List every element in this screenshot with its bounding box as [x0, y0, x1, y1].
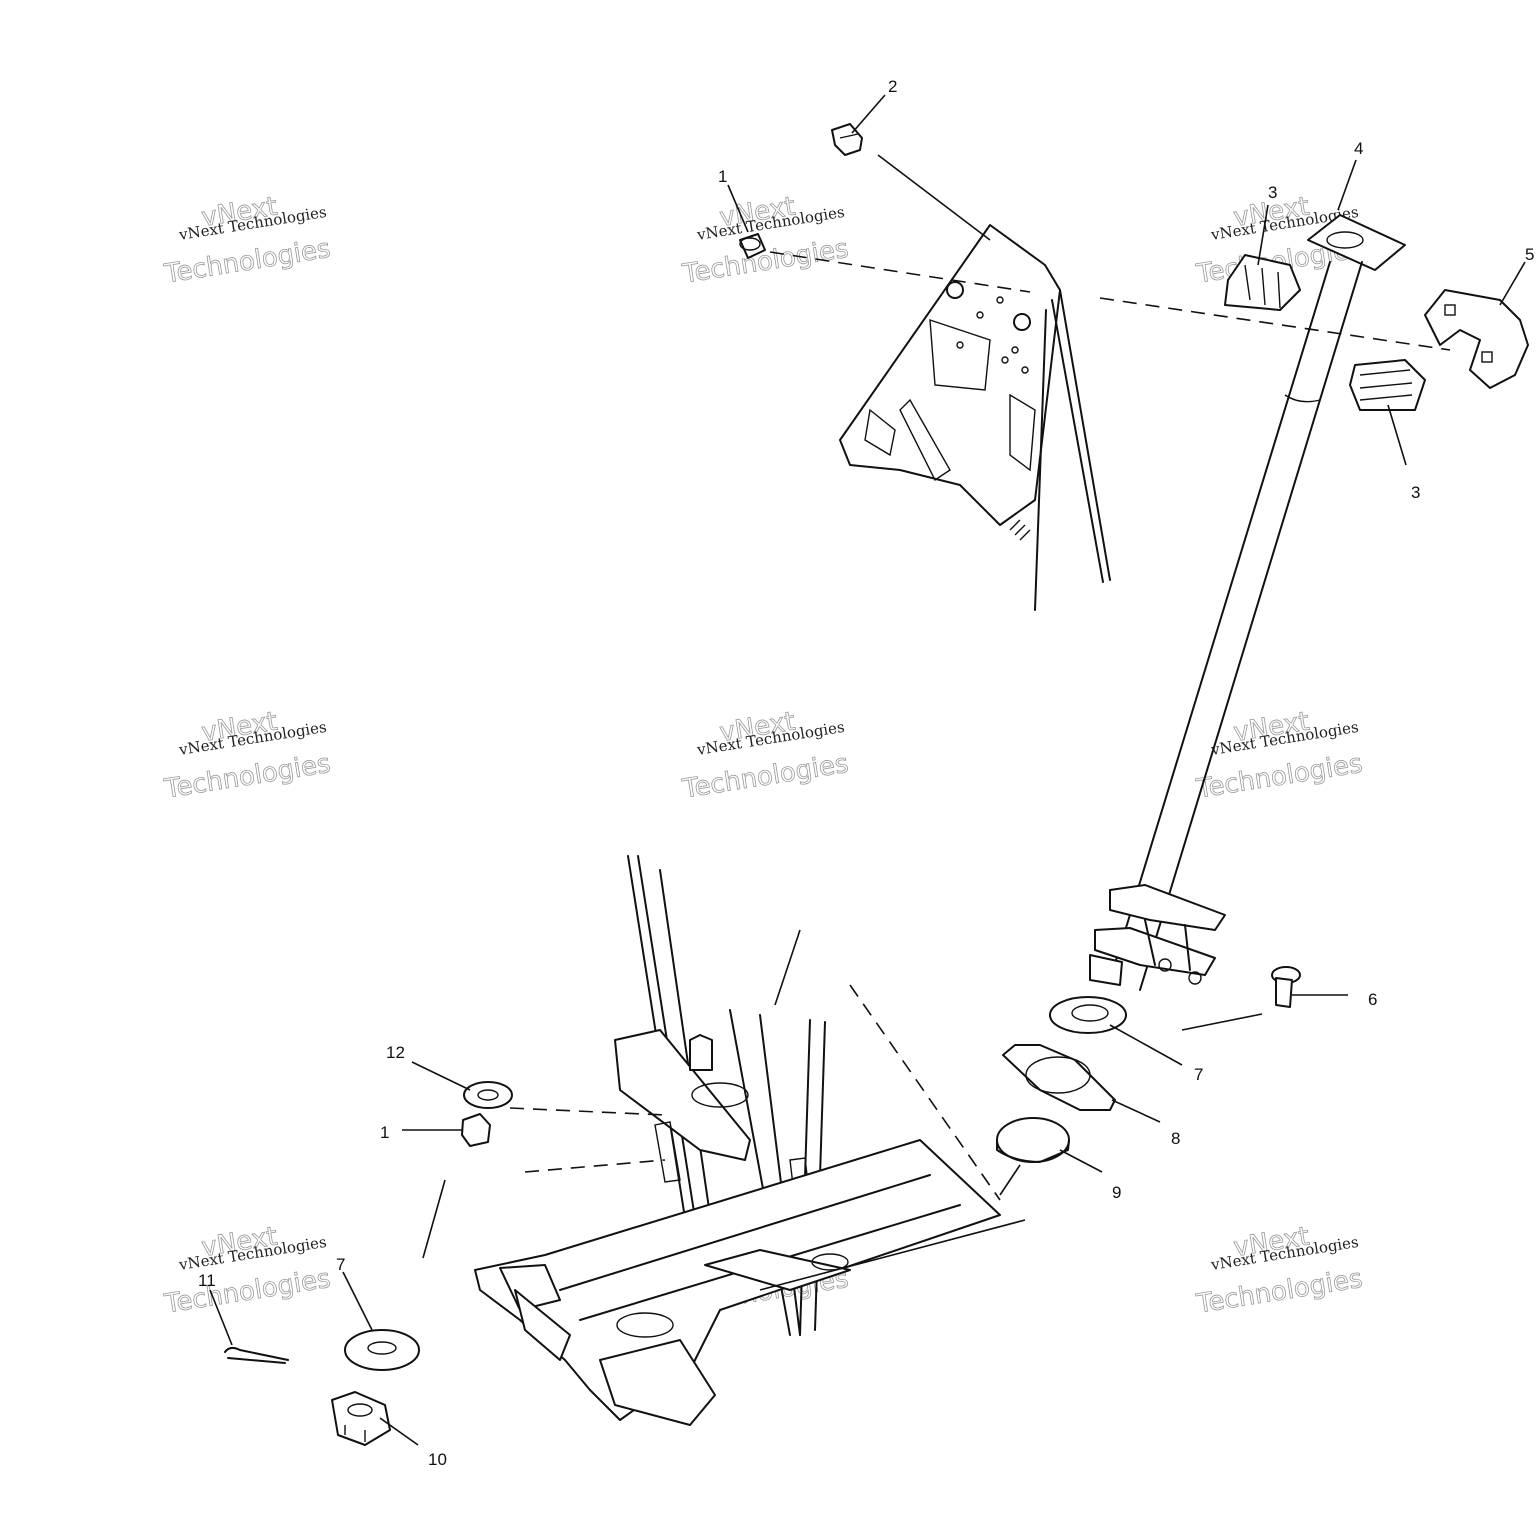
callout-5: 5: [1525, 245, 1534, 264]
part-1-nut-bottom: [461, 1113, 491, 1147]
part-3-clamp-top: [1224, 254, 1301, 311]
lower-frame: [474, 855, 1001, 1426]
part-7-washer-left: [344, 1329, 420, 1371]
watermark: vNext vNext Technologies Technologies: [680, 706, 851, 805]
callout-10: 10: [428, 1450, 447, 1469]
watermark: vNext vNext Technologies Technologies: [1194, 1221, 1365, 1320]
part-1-nut-top: [739, 233, 766, 259]
assembly-lines: [422, 154, 1451, 1291]
upper-frame-plate: [839, 224, 1111, 611]
part-5-bracket: [1424, 289, 1529, 389]
callout-1-bottom: 1: [380, 1123, 389, 1142]
part-9-bushing: [996, 1117, 1070, 1163]
part-10-castle-nut: [331, 1391, 391, 1446]
callout-6: 6: [1368, 990, 1377, 1009]
part-11-cotter-pin: [224, 1346, 289, 1364]
steering-post: [1089, 214, 1406, 991]
callout-3-top: 3: [1268, 183, 1277, 202]
part-7-washer-right: [1049, 996, 1127, 1034]
callout-1-top: 1: [718, 167, 727, 186]
watermark: vNext vNext Technologies Technologies: [680, 191, 851, 290]
callout-8: 8: [1171, 1129, 1180, 1148]
callout-11: 11: [198, 1271, 216, 1290]
callout-9: 9: [1112, 1183, 1121, 1202]
callout-leaders: [209, 94, 1526, 1446]
callout-2: 2: [888, 77, 897, 96]
watermark: vNext vNext Technologies Technologies: [162, 191, 333, 290]
callout-7-left: 7: [336, 1255, 345, 1274]
callout-12: 12: [386, 1043, 405, 1062]
watermarks: vNext vNext Technologies Technologies vN…: [162, 191, 1365, 1320]
callout-7-right: 7: [1194, 1065, 1203, 1084]
callout-3-bottom: 3: [1411, 483, 1420, 502]
part-12-washer: [463, 1081, 513, 1109]
part-3-clamp-bottom: [1349, 359, 1426, 411]
callout-4: 4: [1354, 139, 1363, 158]
part-2-bolt: [831, 123, 863, 156]
part-6-pin: [1271, 966, 1301, 1008]
part-8-flange-bearing: [1002, 1044, 1116, 1111]
watermark: vNext vNext Technologies Technologies: [162, 1221, 333, 1320]
watermark: vNext vNext Technologies Technologies: [162, 706, 333, 805]
callouts: 1 2 3 4 5 3 6 7 8 9 12 1 11 7 10: [198, 77, 1534, 1469]
